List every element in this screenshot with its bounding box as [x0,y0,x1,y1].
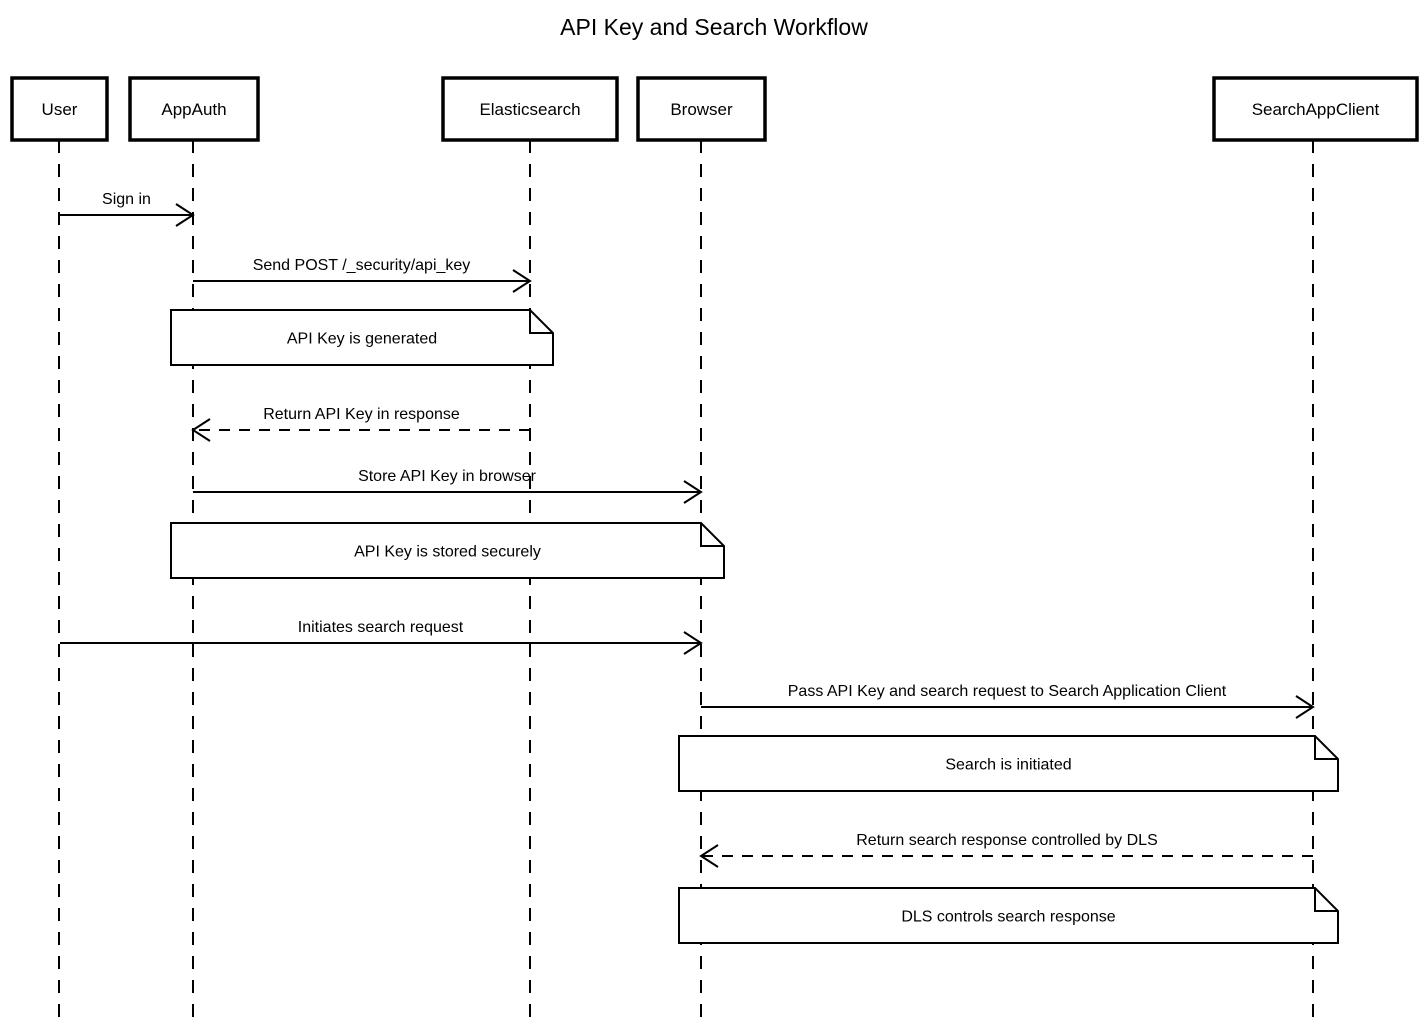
message-m3[interactable]: Return API Key in response [191,406,530,442]
participant-box-appauth [128,76,260,142]
note-n1: API Key is generated [170,309,554,366]
participant-box-searchappclient [1212,76,1419,142]
arrow-head-m1 [175,203,195,227]
note-fold-n2 [700,523,724,547]
message-m1[interactable]: Sign in [60,191,195,227]
note-body-n1 [170,309,554,366]
note-fold-n4 [1314,888,1338,912]
note-label-n1: API Key is generated [287,331,437,348]
note-label-n4: DLS controls search response [901,909,1115,926]
note-body-n4 [678,887,1339,944]
arrow-head-m6 [1295,695,1315,719]
arrow-head-m4 [683,480,703,504]
participant-elasticsearch[interactable]: Elasticsearch [441,76,619,142]
participant-user[interactable]: User [10,76,109,142]
participant-box-elasticsearch [441,76,619,142]
note-n2: API Key is stored securely [170,522,725,579]
lifelines-group [58,140,1314,1027]
participant-browser[interactable]: Browser [636,76,767,142]
note-label-n2: API Key is stored securely [354,544,541,561]
arrow-head-m7 [699,844,719,868]
participant-box-browser [636,76,767,142]
message-label-m6: Pass API Key and search request to Searc… [788,683,1227,700]
page-title: API Key and Search Workflow [560,14,868,40]
note-body-n3 [678,735,1339,792]
message-label-m1: Sign in [102,191,151,208]
note-n4: DLS controls search response [678,887,1339,944]
message-m2[interactable]: Send POST /_security/api_key [193,257,532,293]
messages-group: Sign in Send POST /_security/api_keyRetur… [60,191,1315,868]
participant-label-user: User [42,100,78,119]
note-fold-n3 [1314,736,1338,760]
message-m5[interactable]: Initiates search request [60,619,703,655]
note-label-n3: Search is initiated [945,757,1071,774]
participant-label-elasticsearch: Elasticsearch [479,100,580,119]
participant-label-searchappclient: SearchAppClient [1252,100,1380,119]
note-body-n2 [170,522,725,579]
message-label-m3: Return API Key in response [263,406,460,423]
message-m6[interactable]: Pass API Key and search request to Searc… [701,683,1315,719]
participant-box-user [10,76,109,142]
note-n3: Search is initiated [678,735,1339,792]
arrow-head-m3 [191,418,211,442]
participant-appauth[interactable]: AppAuth [128,76,260,142]
message-label-m4: Store API Key in browser [358,468,537,485]
message-label-m2: Send POST /_security/api_key [253,257,471,274]
message-m7[interactable]: Return search response controlled by DLS [699,832,1313,868]
note-fold-n1 [529,310,553,334]
message-label-m7: Return search response controlled by DLS [856,832,1158,849]
participant-label-browser: Browser [670,100,733,119]
arrow-head-m2 [512,269,532,293]
message-m4[interactable]: Store API Key in browser [193,468,703,504]
message-label-m5: Initiates search request [298,619,464,636]
participant-label-appauth: AppAuth [161,100,226,119]
arrow-head-m5 [683,631,703,655]
participant-searchappclient[interactable]: SearchAppClient [1212,76,1419,142]
participants-group: User AppAuth Elasticsearch Browser SearchApp… [10,76,1419,142]
